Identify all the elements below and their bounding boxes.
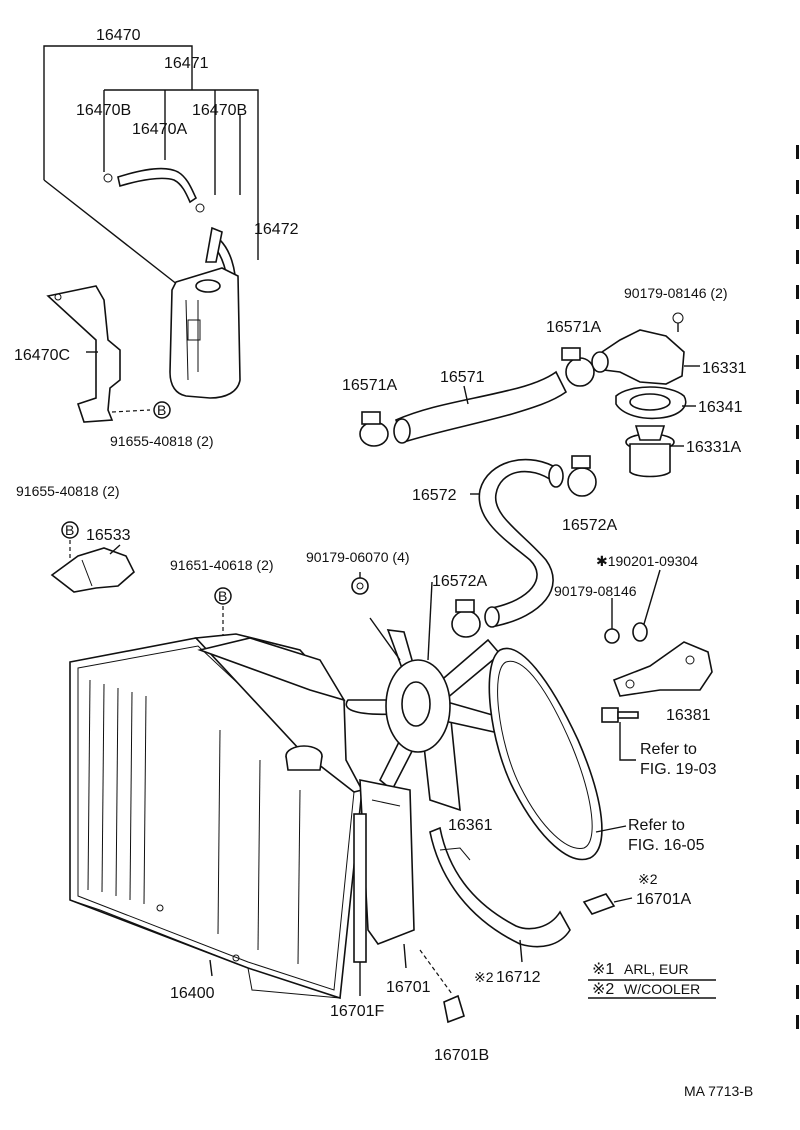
label-16381: 16381	[666, 707, 711, 724]
label-16470B-left: 16470B	[76, 102, 131, 119]
label-16470C: 16470C	[14, 347, 70, 364]
label-16571A-top: 16571A	[546, 319, 601, 336]
label-16470B-right: 16470B	[192, 102, 247, 119]
bolt-90179-06070	[351, 572, 369, 595]
fan-shroud-16712	[429, 826, 571, 963]
label-16470A: 16470A	[132, 121, 187, 138]
label-16572A-left: 16572A	[432, 573, 487, 590]
figure-code: MA 7713-B	[684, 1083, 753, 1099]
bracket-16381	[612, 641, 713, 697]
bolt-mark-b-3: B	[214, 587, 232, 636]
clip-16701B	[419, 949, 465, 1024]
lower-hose-16572	[478, 458, 564, 628]
svg-text:B: B	[218, 588, 227, 604]
label-90179-06070: 90179-06070 (4)	[306, 549, 410, 565]
label-91655-40818-a: 91655-40818 (2)	[110, 433, 214, 449]
legend-text-2: W/COOLER	[624, 981, 700, 997]
bolt-mark-b-1: B	[153, 401, 171, 419]
cover-16701A	[582, 893, 633, 915]
label-16571A-left: 16571A	[342, 377, 397, 394]
label-90179-08146-2: 90179-08146 (2)	[624, 285, 728, 301]
legend-mark-2: ※2	[592, 981, 614, 998]
label-16533: 16533	[86, 527, 131, 544]
seal-16701F	[353, 813, 367, 996]
label-16701B: 16701B	[434, 1047, 489, 1064]
thermostat-16331A	[625, 425, 675, 478]
label-16471: 16471	[164, 55, 209, 72]
reservoir-bracket	[46, 285, 121, 423]
v-belt-ref-16-05	[488, 647, 627, 861]
gasket-16341	[615, 386, 687, 420]
svg-text:B: B	[65, 522, 74, 538]
svg-text:B: B	[157, 402, 166, 418]
clamp-16572A-right	[567, 455, 597, 497]
bolt-ref-19-03	[601, 707, 639, 761]
legend-mark-1: ※1	[592, 961, 614, 978]
label-16572A-right: 16572A	[562, 517, 617, 534]
reservoir-group	[43, 45, 259, 423]
label-91651-40618: 91651-40618 (2)	[170, 557, 274, 573]
radiator-16400	[69, 633, 364, 1000]
clamp-16571A-left	[359, 411, 389, 447]
label-16361: 16361	[448, 817, 493, 834]
label-91655-40818-b: 91655-40818 (2)	[16, 483, 120, 499]
legend-text-1: ARL, EUR	[624, 961, 689, 977]
label-16701F: 16701F	[330, 1003, 384, 1020]
label-16701A: 16701A	[636, 891, 691, 908]
label-16331: 16331	[702, 360, 747, 377]
label-refer-to-19-03-line1: Refer to	[640, 741, 697, 758]
label-90179-08146: 90179-08146	[554, 583, 637, 599]
label-refer-to-16-05-line1: Refer to	[628, 817, 685, 834]
label-16571: 16571	[440, 369, 485, 386]
label-refer-to-19-03-line2: FIG. 19-03	[640, 761, 717, 778]
label-16341: 16341	[698, 399, 743, 416]
label-16701: 16701	[386, 979, 431, 996]
label-16470: 16470	[96, 27, 141, 44]
bracket-16533	[50, 547, 135, 593]
clamp-16571A-top	[561, 347, 595, 387]
label-16331A: 16331A	[686, 439, 741, 456]
label-16400: 16400	[170, 985, 215, 1002]
label-190201-09304: ✱190201-09304	[596, 553, 698, 569]
note-mark-16701A: ※2	[638, 871, 658, 887]
lower-cover-16701	[359, 779, 415, 969]
label-16472: 16472	[254, 221, 299, 238]
nut-90179-08146	[604, 598, 620, 644]
note-mark-16712: ※2	[474, 969, 494, 985]
label-refer-to-16-05-line2: FIG. 16-05	[628, 837, 705, 854]
label-16712: 16712	[496, 969, 541, 986]
label-16572: 16572	[412, 487, 457, 504]
legend: ※1 ARL, EUR ※2 W/COOLER	[588, 961, 716, 999]
bolt-mark-b-2: B	[61, 521, 79, 558]
binder-edge-marks	[796, 145, 799, 1029]
washer-190201-09304	[632, 569, 661, 642]
clamp-16572A-left	[451, 599, 481, 638]
water-outlet-16331	[591, 312, 685, 385]
